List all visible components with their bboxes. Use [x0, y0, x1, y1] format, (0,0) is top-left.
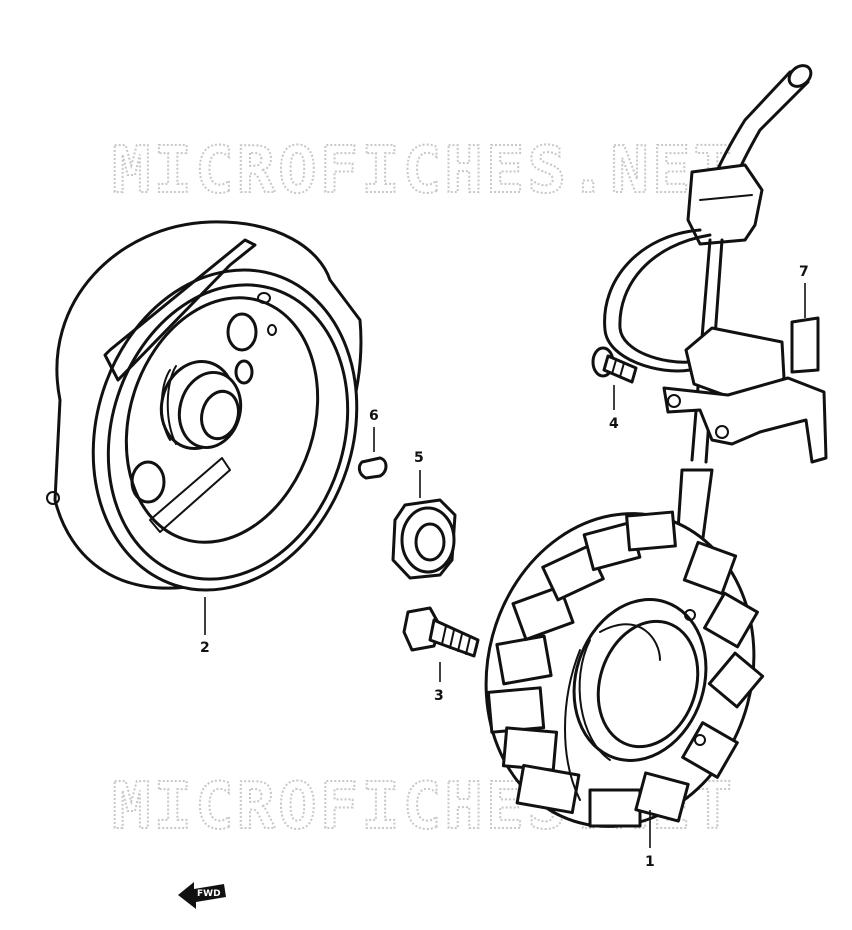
callout-nut: 5: [414, 450, 424, 466]
callout-screw: 4: [609, 416, 619, 432]
rotor-flywheel: [46, 220, 363, 592]
forward-direction-label: FWD: [197, 889, 221, 899]
callout-bolt: 3: [434, 688, 444, 704]
woodruff-key: [357, 456, 388, 480]
wire-clamp: [662, 316, 828, 464]
pan-screw: [591, 346, 638, 384]
hex-bolt: [402, 606, 480, 658]
callout-stator: 1: [645, 854, 655, 870]
stator-poles: [486, 510, 765, 828]
callout-clamp: 7: [799, 264, 809, 280]
rotor-nut: [391, 498, 457, 580]
callout-rotor: 2: [200, 640, 210, 656]
callout-key: 6: [369, 408, 379, 424]
stator-coil: [484, 510, 765, 828]
forward-direction-marker: FWD: [178, 882, 226, 909]
watermark-top: MICROFICHES.NET: [112, 134, 735, 208]
